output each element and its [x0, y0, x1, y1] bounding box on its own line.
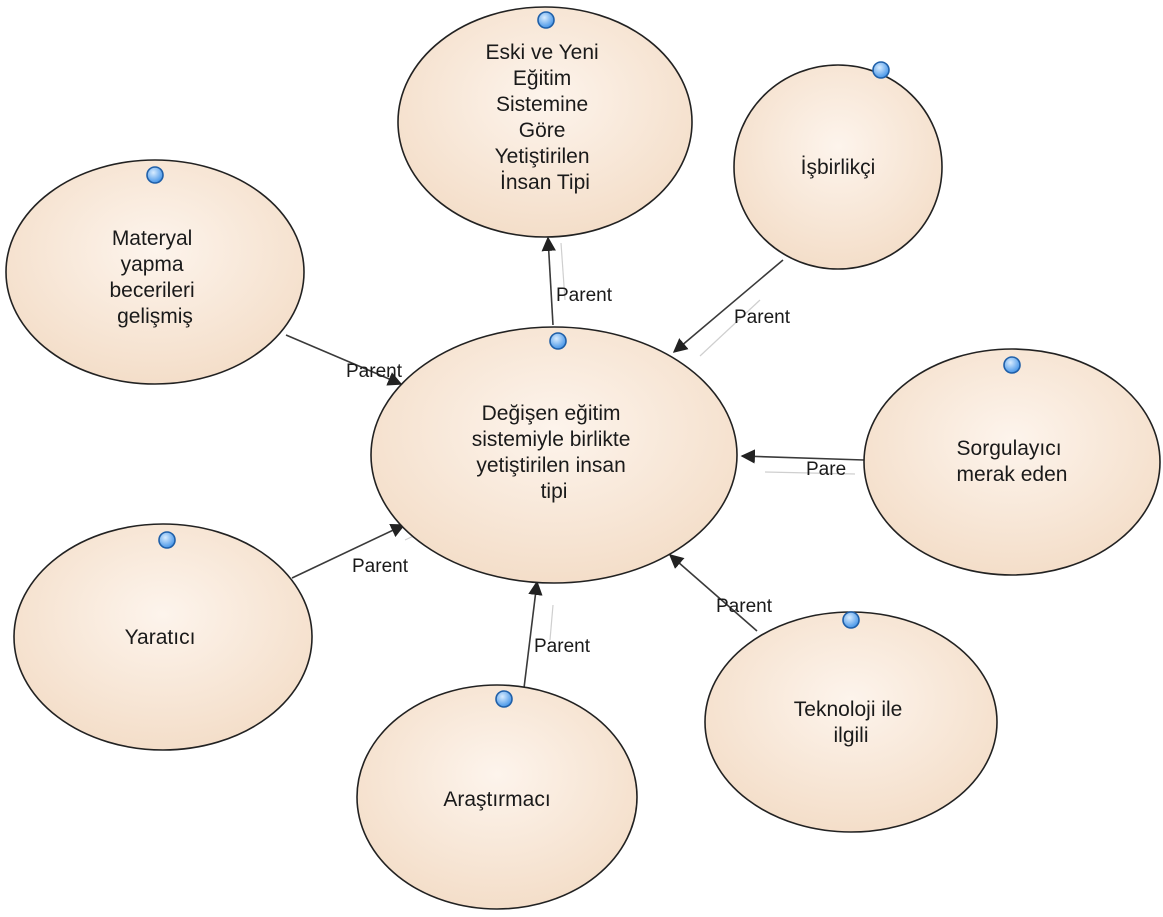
node-center[interactable]: Değişen eğitim sistemiyle birlikte yetiş…: [370, 326, 738, 584]
edge-materyal[interactable]: Parent: [285, 334, 403, 386]
edges-layer: Parent Parent Parent Pare Parent Parent: [285, 236, 865, 689]
edge-arastirmaci[interactable]: Parent: [523, 580, 591, 689]
edge-label: Parent: [716, 596, 773, 617]
node-label: Eski ve Yeni Eğitim Sistemine Göre Yetiş…: [485, 41, 604, 194]
node-handle-icon[interactable]: [495, 690, 513, 708]
edge-eski-yeni[interactable]: Parent: [541, 236, 613, 326]
node-label: Yaratıcı: [125, 626, 196, 649]
node-handle-icon[interactable]: [1003, 356, 1021, 374]
node-label: Araştırmacı: [443, 788, 550, 811]
edge-label: Parent: [534, 636, 591, 657]
node-handle-icon[interactable]: [158, 531, 176, 549]
edge-label: Parent: [352, 556, 409, 577]
edge-yaratici[interactable]: Parent: [291, 524, 421, 579]
edge-teknoloji[interactable]: Parent: [668, 554, 773, 632]
edge-sorgulayici[interactable]: Pare: [740, 449, 865, 480]
node-yaratici[interactable]: Yaratıcı: [13, 523, 313, 751]
node-arastirmaci[interactable]: Araştırmacı: [356, 684, 638, 910]
edge-label: Parent: [734, 307, 791, 328]
edge-label: Pare: [806, 459, 846, 480]
node-handle-icon[interactable]: [842, 611, 860, 629]
edge-label: Parent: [346, 361, 403, 382]
node-label: Sorgulayıcı merak eden: [957, 437, 1068, 486]
node-handle-icon[interactable]: [549, 332, 567, 350]
node-sorgulayici[interactable]: Sorgulayıcı merak eden: [863, 348, 1161, 576]
node-eski-yeni[interactable]: Eski ve Yeni Eğitim Sistemine Göre Yetiş…: [397, 6, 693, 238]
nodes-layer: Değişen eğitim sistemiyle birlikte yetiş…: [5, 6, 1161, 910]
node-isbirlikci[interactable]: İşbirlikçi: [733, 61, 943, 270]
node-label: Teknoloji ile ilgili: [794, 698, 908, 747]
node-materyal[interactable]: Materyal yapma becerileri gelişmiş: [5, 159, 305, 385]
node-handle-icon[interactable]: [537, 11, 555, 29]
node-label: Değişen eğitim sistemiyle birlikte yetiş…: [472, 402, 637, 503]
node-teknoloji[interactable]: Teknoloji ile ilgili: [704, 611, 998, 833]
node-handle-icon[interactable]: [146, 166, 164, 184]
node-handle-icon[interactable]: [872, 61, 890, 79]
edge-isbirlikci[interactable]: Parent: [672, 259, 791, 357]
node-label: Materyal yapma becerileri gelişmiş: [109, 227, 200, 328]
node-label: İşbirlikçi: [801, 156, 876, 179]
edge-label: Parent: [556, 285, 613, 306]
